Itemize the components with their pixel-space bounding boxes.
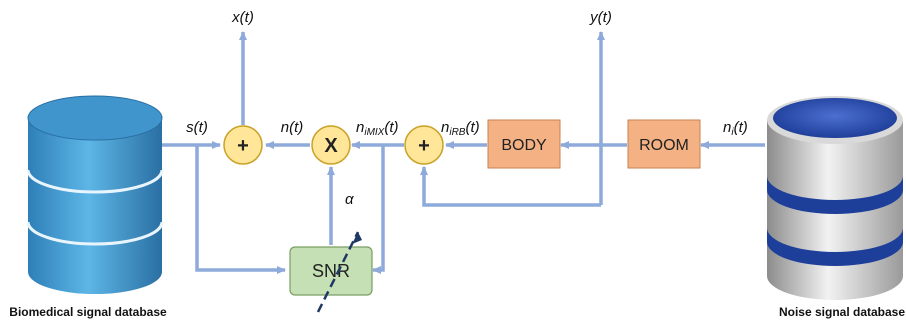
room-label: ROOM (639, 137, 689, 154)
adder-right-symbol: + (418, 135, 430, 157)
feedback-line (420, 166, 601, 207)
nmix-to-snr-arrow (372, 145, 385, 274)
s-to-snr-arrow (195, 145, 286, 274)
noise-database-label: Noise signal database (779, 305, 905, 319)
alpha-label: α (345, 191, 354, 208)
y-output-label: y(t) (589, 9, 612, 26)
snr-block: SNR (289, 231, 373, 313)
s-signal-label: s(t) (186, 119, 208, 136)
snr-adjust-arrowhead (352, 232, 362, 244)
snr-label: SNR (312, 261, 350, 281)
biomedical-database-icon (26, 95, 164, 294)
connection-lines (162, 31, 765, 274)
body-block: BODY (487, 119, 561, 169)
room-block: ROOM (627, 119, 701, 169)
biomedical-database-label: Biomedical signal database (9, 305, 167, 319)
body-label: BODY (501, 137, 547, 154)
multiplier-symbol: X (324, 135, 338, 157)
x-output-label: x(t) (231, 9, 254, 26)
adder-left-symbol: + (237, 135, 249, 157)
noise-database-icon (767, 96, 903, 300)
n-signal-label: n(t) (281, 119, 304, 136)
snr-adjust-slash (316, 231, 360, 313)
multiplier: X (311, 125, 351, 165)
n-rb-label: niRB(t) (441, 119, 480, 138)
n-i-label: ni(t) (723, 119, 748, 138)
adder-left: + (223, 125, 263, 165)
adder-right: + (404, 125, 444, 165)
n-mix-label: niMIX(t) (356, 119, 399, 138)
